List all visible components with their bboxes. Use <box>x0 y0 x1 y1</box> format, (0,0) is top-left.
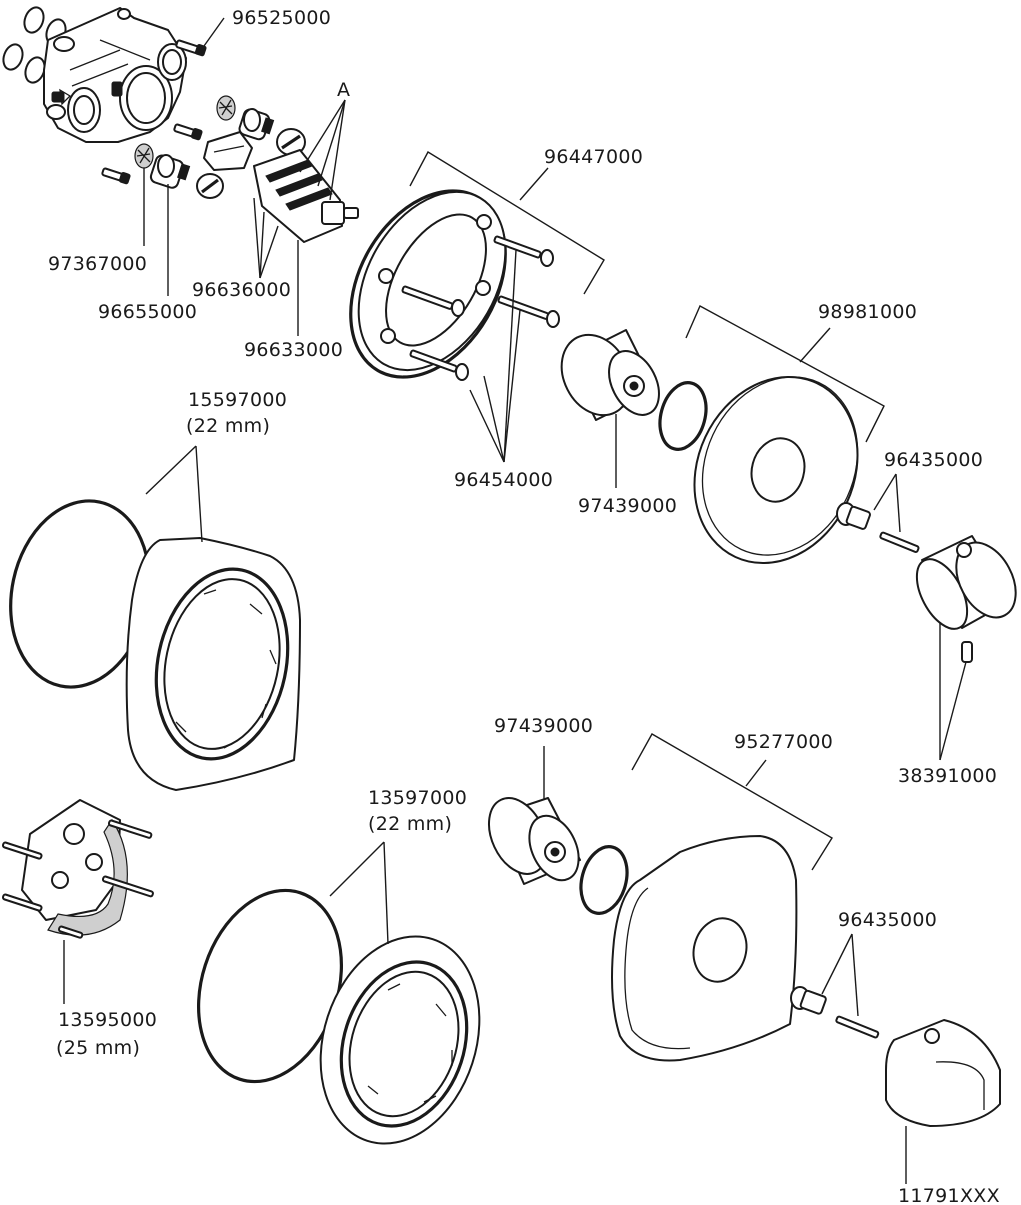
label-96447000: 96447000 <box>544 146 643 168</box>
label-11791XXX: 11791XXX <box>898 1185 1000 1205</box>
screw-96525000-mid <box>173 123 203 141</box>
screw-96525000-upper <box>175 39 207 57</box>
adapter-96435000-bottom <box>790 986 880 1039</box>
o-ring-top <box>658 381 708 451</box>
stop-cap-lower <box>196 173 224 199</box>
label-97367000: 97367000 <box>48 253 147 275</box>
label-96633000: 96633000 <box>244 339 343 361</box>
label-38391000: 38391000 <box>898 765 997 787</box>
extension-97439000-top <box>560 329 660 421</box>
extension-97439000-bottom <box>487 797 581 885</box>
installation-set-13595000 <box>1 799 154 939</box>
check-valve-96655000 <box>149 108 275 189</box>
screws-96454000 <box>401 235 560 381</box>
label-96525000: 96525000 <box>232 7 331 29</box>
label-A: A <box>337 79 350 101</box>
handle-round-top <box>915 535 1017 630</box>
escutcheon-98981000 <box>693 375 859 565</box>
label-96454000: 96454000 <box>454 469 553 491</box>
thermostatic-cartridge-96633000 <box>253 149 359 243</box>
label-13595000-size: (25 mm) <box>56 1037 140 1059</box>
label-98981000: 98981000 <box>818 301 917 323</box>
label-97439000-top: 97439000 <box>578 495 677 517</box>
o-ring-bottom <box>579 845 629 915</box>
mounting-ring-96447000 <box>349 189 507 379</box>
strainer-97367000 <box>134 95 236 169</box>
adapter-96435000-top <box>836 502 920 553</box>
handle-square-11791XXX <box>885 1019 1001 1127</box>
label-96636000: 96636000 <box>192 279 291 301</box>
screw-96525000-low <box>101 167 131 185</box>
leader-lines <box>63 17 967 1184</box>
label-15597000-size: (22 mm) <box>186 415 270 437</box>
label-97439000-bottom: 97439000 <box>494 715 593 737</box>
square-escutcheon-95277000 <box>611 835 798 1062</box>
round-rosette-13597000 <box>319 935 481 1145</box>
label-13597000-size: (22 mm) <box>368 813 452 835</box>
diverter-insert <box>203 131 253 171</box>
label-96435000-top: 96435000 <box>884 449 983 471</box>
label-13597000: 13597000 <box>368 787 467 809</box>
square-rosette-15597000 <box>125 537 301 791</box>
valve-body <box>43 7 187 143</box>
set-screw-38391000 <box>961 641 973 663</box>
label-13595000: 13595000 <box>58 1009 157 1031</box>
label-96655000: 96655000 <box>98 301 197 323</box>
label-15597000: 15597000 <box>188 389 287 411</box>
label-96435000-bottom: 96435000 <box>838 909 937 931</box>
label-95277000: 95277000 <box>734 731 833 753</box>
